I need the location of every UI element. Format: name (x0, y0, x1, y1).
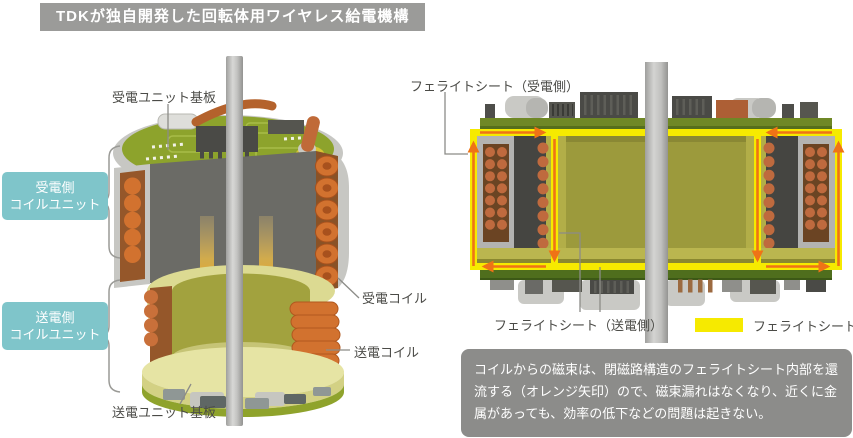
ferrite-legend-swatch (695, 318, 743, 332)
label-transmit-coil: 送電コイル (354, 345, 420, 360)
label-transmit-board: 送電ユニット基板 (112, 405, 217, 420)
label-transmit-unit: 送電側 コイルユニット (2, 302, 108, 350)
label-receive-coil: 受電コイル (362, 291, 428, 306)
note-box: コイルからの磁束は、閉磁路構造のフェライトシート内部を還流する（オレンジ矢印）の… (461, 349, 852, 437)
title-banner: TDKが独自開発した回転体用ワイヤレス給電機構 (40, 3, 426, 31)
label-ferrite-receive: フェライトシート（受電側） (410, 79, 580, 94)
label-receive-board: 受電ユニット基板 (112, 90, 217, 105)
base-board-components (163, 387, 331, 409)
rotating-shaft (645, 62, 668, 343)
label-receive-unit-line2: コイルユニット (9, 197, 101, 212)
label-transmit-unit-line2: コイルユニット (9, 327, 101, 342)
cross-section-illustration (444, 62, 845, 343)
flux-arrows (467, 126, 845, 273)
ferrite-legend-label: フェライトシート (753, 319, 853, 334)
label-receive-unit-line1: 受電側 (35, 180, 75, 195)
transmit-coil-turns (537, 142, 775, 250)
label-receive-unit: 受電側 コイルユニット (2, 172, 108, 220)
callout-lines (444, 92, 601, 312)
label-transmit-unit-line1: 送電側 (35, 310, 75, 325)
label-ferrite-transmit: フェライトシート（送電側） (494, 318, 664, 333)
rotating-shaft (226, 56, 243, 426)
coil-unit-3d-illustration (100, 56, 360, 426)
receive-coil-turns (485, 147, 827, 241)
